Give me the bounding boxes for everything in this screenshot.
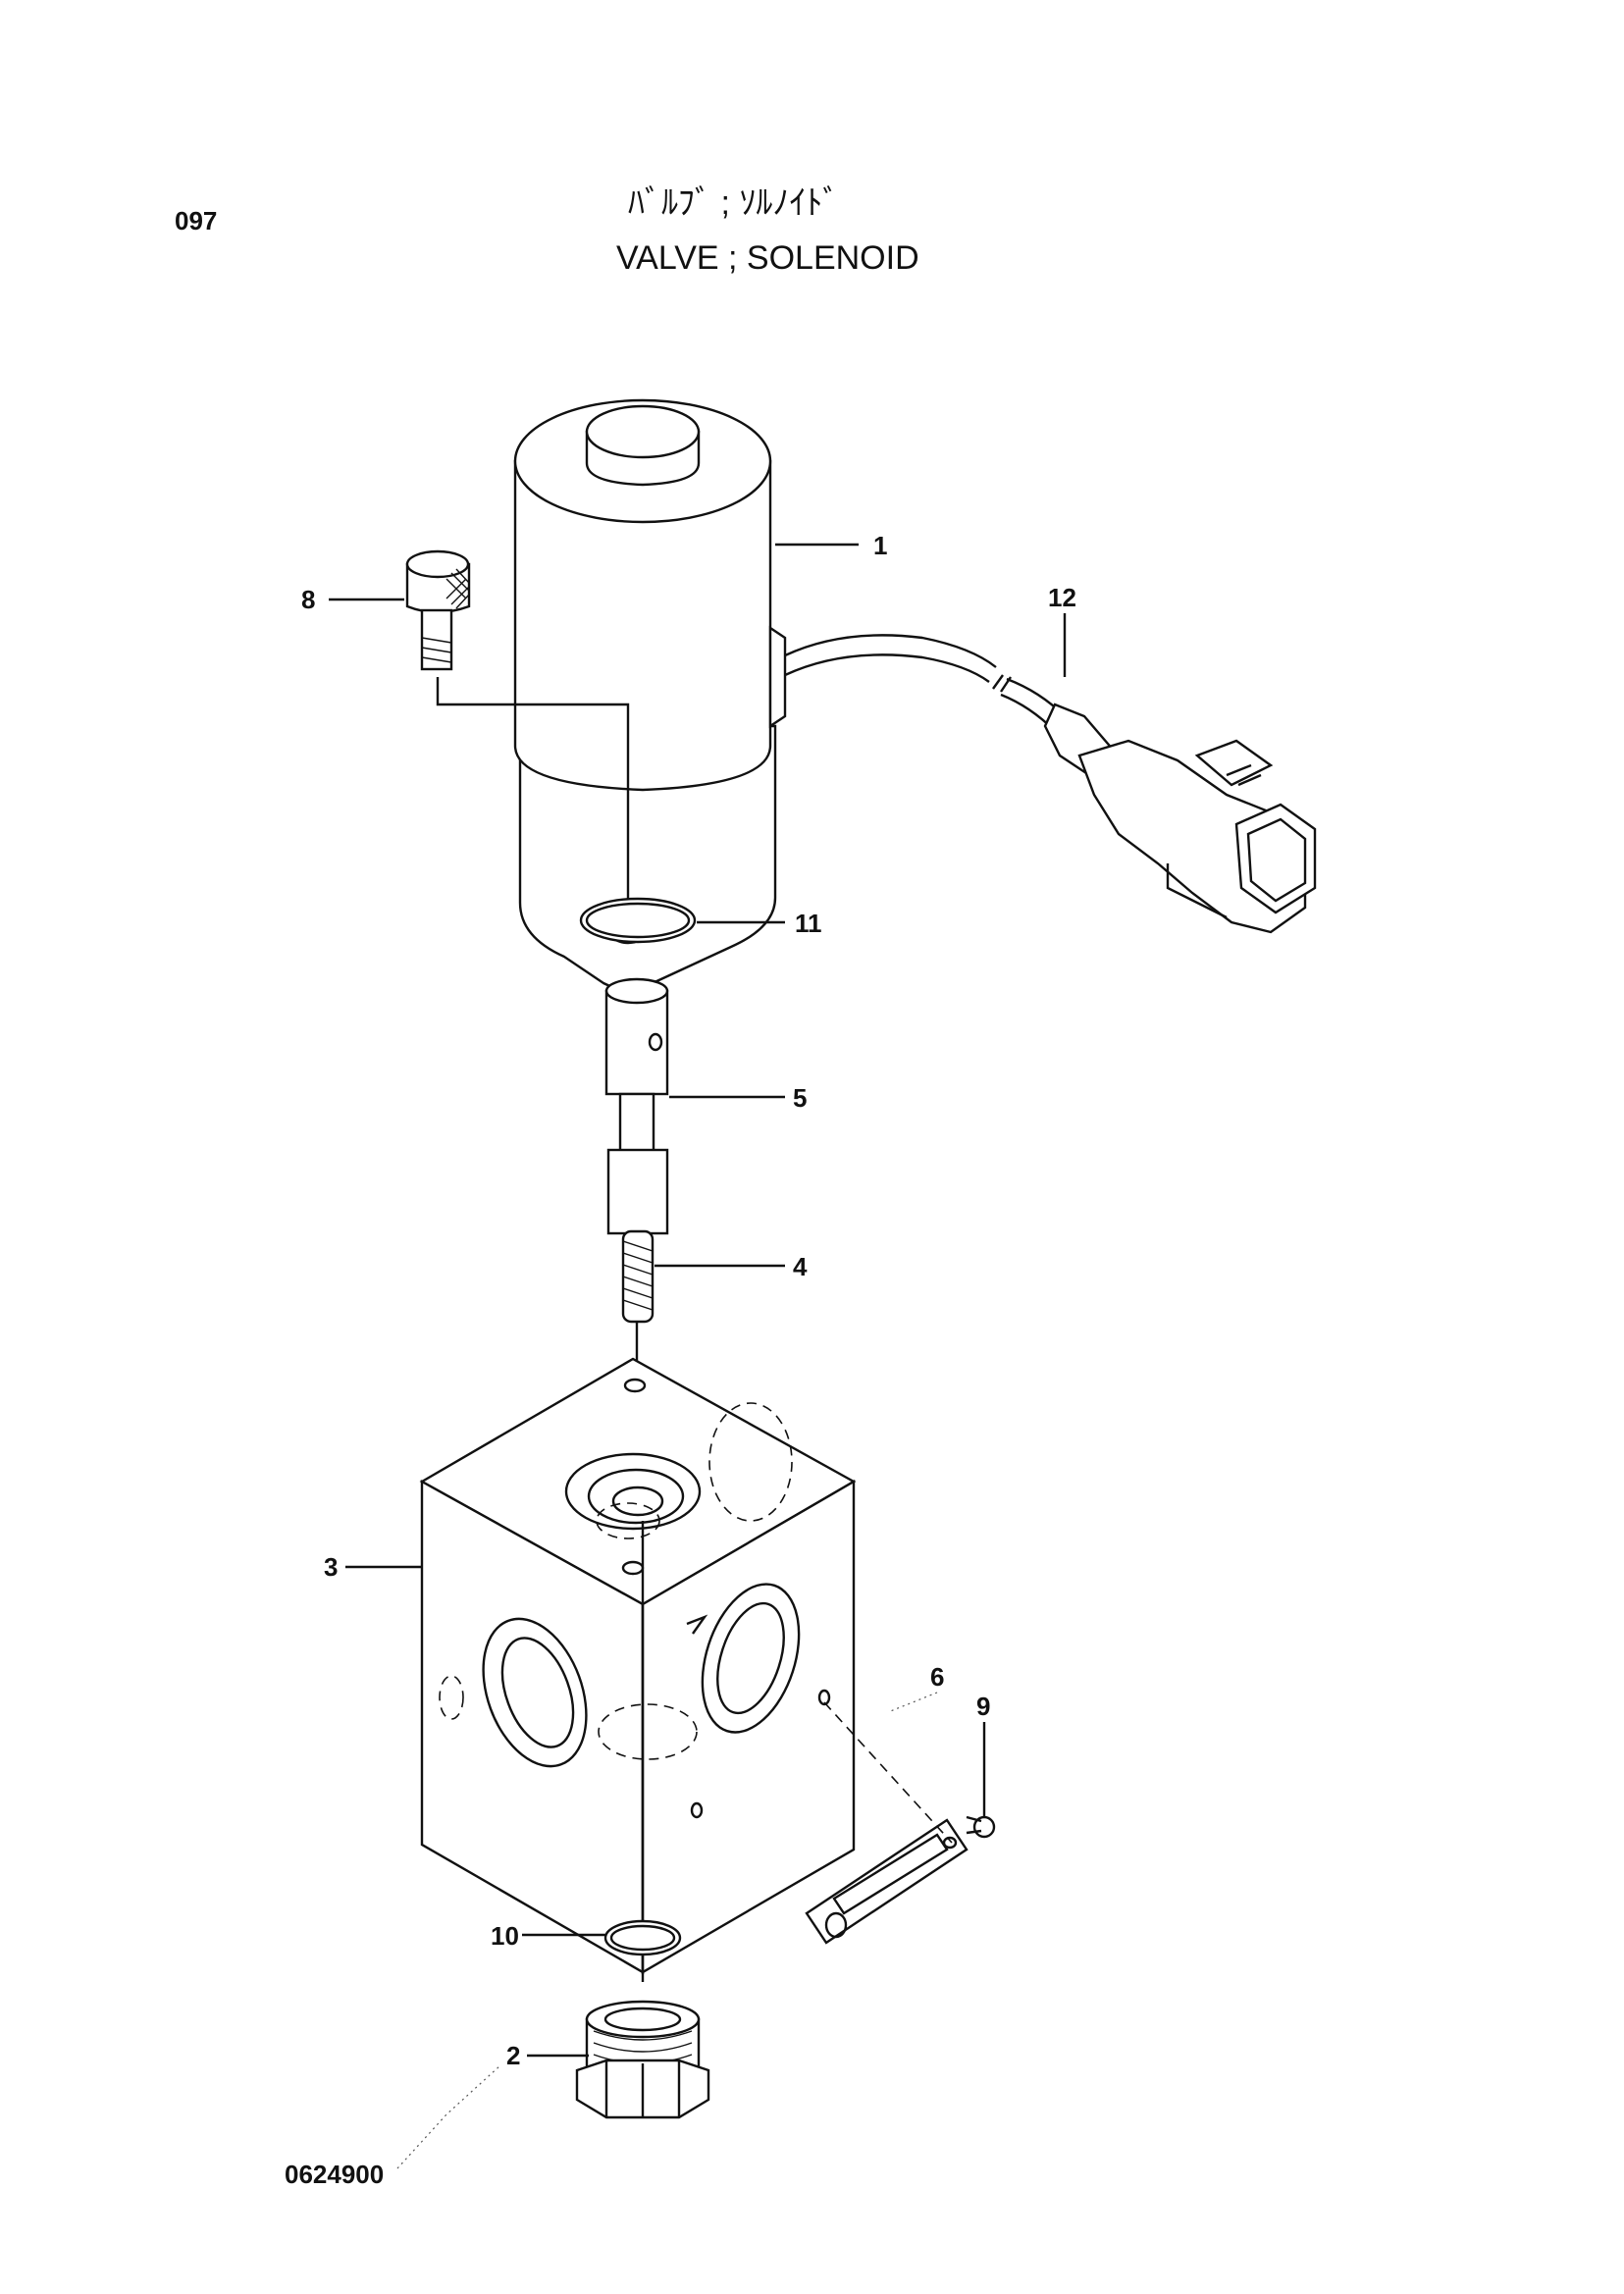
leader-6 — [887, 1692, 938, 1713]
callout-11: 11 — [795, 909, 822, 938]
part-spring — [621, 1229, 655, 1324]
callout-12: 12 — [1048, 583, 1076, 612]
leader-plate-to-body — [823, 1701, 953, 1844]
part-valve-body — [419, 1357, 857, 1975]
leader-bolt-to-hole — [436, 677, 630, 932]
callout-10: 10 — [491, 1921, 519, 1951]
part-name-plate — [805, 1818, 969, 1945]
callout-1: 1 — [873, 531, 887, 560]
callout-2: 2 — [506, 2041, 520, 2070]
callout-6: 6 — [930, 1662, 944, 1692]
part-spool — [604, 977, 669, 1235]
page-number: 097 — [175, 206, 217, 235]
drawing-number: 0624900 — [285, 2160, 384, 2189]
leader-drawing-number — [396, 2064, 501, 2169]
callout-5: 5 — [793, 1083, 807, 1113]
part-rivet — [966, 1815, 996, 1839]
part-plug — [575, 2000, 710, 2119]
part-bolt — [405, 549, 471, 671]
part-cable-connector — [784, 634, 1317, 934]
callout-4: 4 — [793, 1252, 808, 1281]
title-japanese: ﾊﾞﾙﾌﾞ ; ｿﾙﾉｲﾄﾞ — [628, 184, 839, 222]
callout-8: 8 — [301, 585, 315, 614]
title-english: VALVE ; SOLENOID — [616, 239, 919, 277]
part-o-ring-top — [579, 897, 697, 944]
callout-9: 9 — [976, 1692, 990, 1721]
callout-3: 3 — [324, 1552, 338, 1582]
